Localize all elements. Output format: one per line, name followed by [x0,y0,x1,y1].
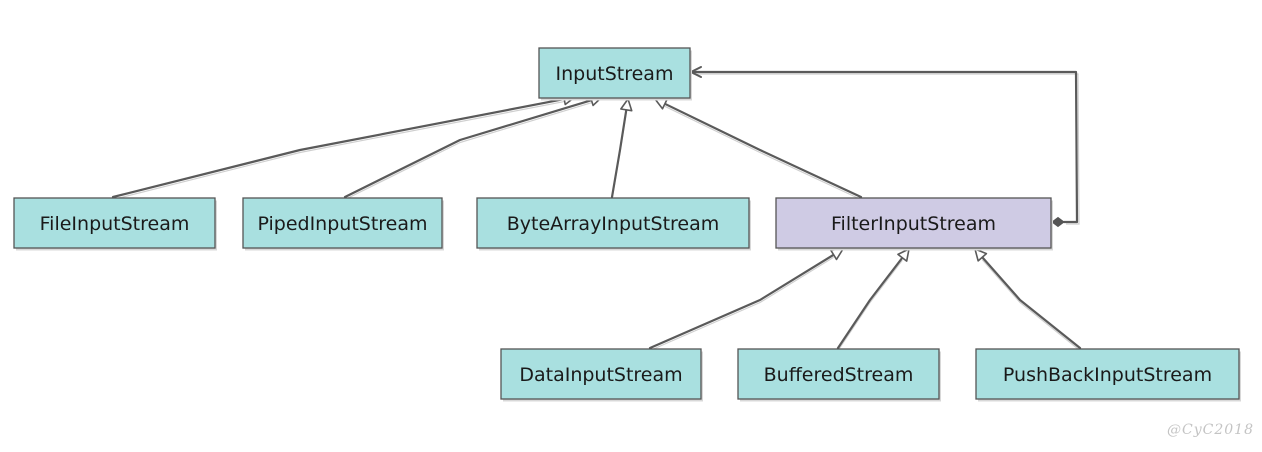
class-box-fileinputstream: FileInputStream [13,197,217,251]
class-box-fill [975,348,1240,400]
edge-bufferedstream-to-filterinputstream-inheritance [836,248,910,351]
inheritance-line [610,108,628,199]
class-name-label: DataInputStream [519,364,682,386]
class-box-bufferedstream: BufferedStream [737,348,941,402]
class-box-fill [242,197,443,249]
inheritance-line [836,256,904,350]
aggregation-diamond [1051,216,1065,228]
edge-filterinputstream-to-inputstream-inheritance [654,98,863,201]
class-box-pipedinputstream: PipedInputStream [242,197,444,251]
edge-fileinputstream-to-inputstream-inheritance [111,92,576,201]
edge-pushbackinputstream-to-filterinputstream-inheritance [974,248,1082,351]
class-box-fill [538,47,691,99]
inheritance-line [343,99,593,199]
edges-layer [111,66,1082,352]
class-name-label: PipedInputStream [257,213,427,235]
class-box-fill [476,197,750,249]
class-box-datainputstream: DataInputStream [500,348,703,402]
edge-datainputstream-to-filterinputstream-inheritance [648,248,844,352]
class-name-label: ByteArrayInputStream [507,213,720,235]
aggregation-line [689,70,1079,224]
inheritance-arrowhead [974,248,988,262]
class-box-pushbackinputstream: PushBackInputStream [975,348,1241,402]
class-box-bytearrayinputstream: ByteArrayInputStream [476,197,751,251]
inheritance-arrowhead [620,98,633,112]
watermark: @CyC2018 [1167,422,1254,438]
inheritance-line [981,256,1082,350]
inheritance-line [111,97,566,199]
class-box-fill [500,348,702,400]
class-box-inputstream: InputStream [538,47,692,101]
class-name-label: InputStream [556,63,674,85]
inheritance-arrowhead [897,248,910,262]
inheritance-line [648,253,835,350]
class-name-label: PushBackInputStream [1003,364,1212,386]
class-box-filterinputstream: FilterInputStream [775,197,1053,251]
class-name-label: FilterInputStream [831,213,996,235]
class-name-label: FileInputStream [40,213,190,235]
edge-bytearrayinputstream-to-inputstream-inheritance [610,98,633,200]
class-box-fill [737,348,940,400]
class-box-fill [13,197,216,249]
class-name-label: BufferedStream [764,364,914,386]
inheritance-line [663,102,863,199]
class-box-fill [775,197,1052,249]
edge-pipedinputstream-to-inputstream-inheritance [343,94,603,201]
